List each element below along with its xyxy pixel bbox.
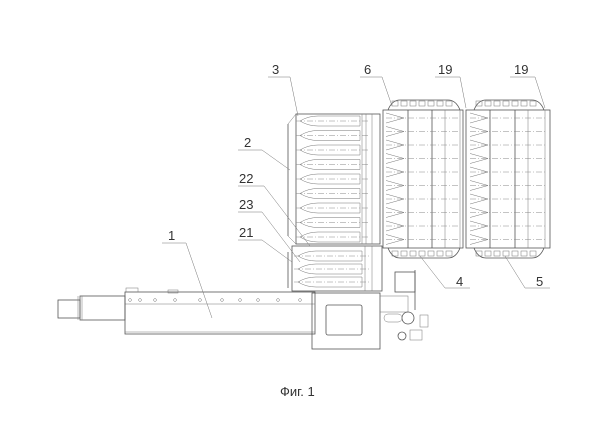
conveyor-part-4 [382,99,464,259]
shell [296,130,368,141]
rivet [256,298,260,302]
shell [294,250,370,262]
label-5: 5 [536,274,543,289]
rivet [298,298,302,302]
conveyor-slot [385,207,460,218]
frame-part-1 [57,287,316,335]
conveyor-slot [385,126,460,137]
conveyor-slot [469,153,545,164]
label-1: 1 [168,228,175,243]
conveyor-slot [469,220,545,232]
conveyor-slot [385,153,460,164]
conveyor-slot [469,126,545,137]
shell [296,202,368,214]
label-19-left: 19 [438,62,452,77]
conveyor-part-5 [465,99,551,259]
label-2: 2 [244,135,251,150]
rivet [198,298,202,302]
cassette-part-21 [287,245,383,292]
shell [294,263,370,275]
conveyor-slot [385,180,460,191]
rivet [128,298,132,302]
conveyor-slot [469,234,545,245]
rivet [138,298,142,302]
label-21: 21 [239,225,253,240]
shell [294,276,370,288]
shell [296,173,368,185]
rivet [276,298,280,302]
figure-caption: Фиг. 1 [280,384,315,399]
label-6: 6 [364,62,371,77]
conveyor-slot [469,112,545,124]
rivet [173,298,177,302]
conveyor-slot [385,234,460,245]
conveyor-slot [469,193,545,205]
label-19-right: 19 [514,62,528,77]
shell [296,115,368,127]
conveyor-slot [385,220,460,232]
label-3: 3 [272,62,279,77]
conveyor-slot [469,207,545,218]
shell [296,231,368,243]
shell [296,144,368,156]
rivet [153,298,157,302]
leader-lines [162,76,550,319]
conveyor-slot [469,139,545,151]
conveyor-slot [385,139,460,151]
central-housing [311,270,429,350]
conveyor-slot [385,193,460,205]
conveyor-slot [385,166,460,178]
rivet [220,298,224,302]
conveyor-slot [469,180,545,191]
label-23: 23 [239,197,253,212]
shell [296,217,368,228]
shell [296,159,368,170]
label-22: 22 [239,171,253,186]
conveyor-slot [469,166,545,178]
label-4: 4 [456,274,463,289]
rivet [238,298,242,302]
conveyor-slot [385,112,460,124]
cassette-part-3 [287,113,381,245]
shell [296,188,368,199]
